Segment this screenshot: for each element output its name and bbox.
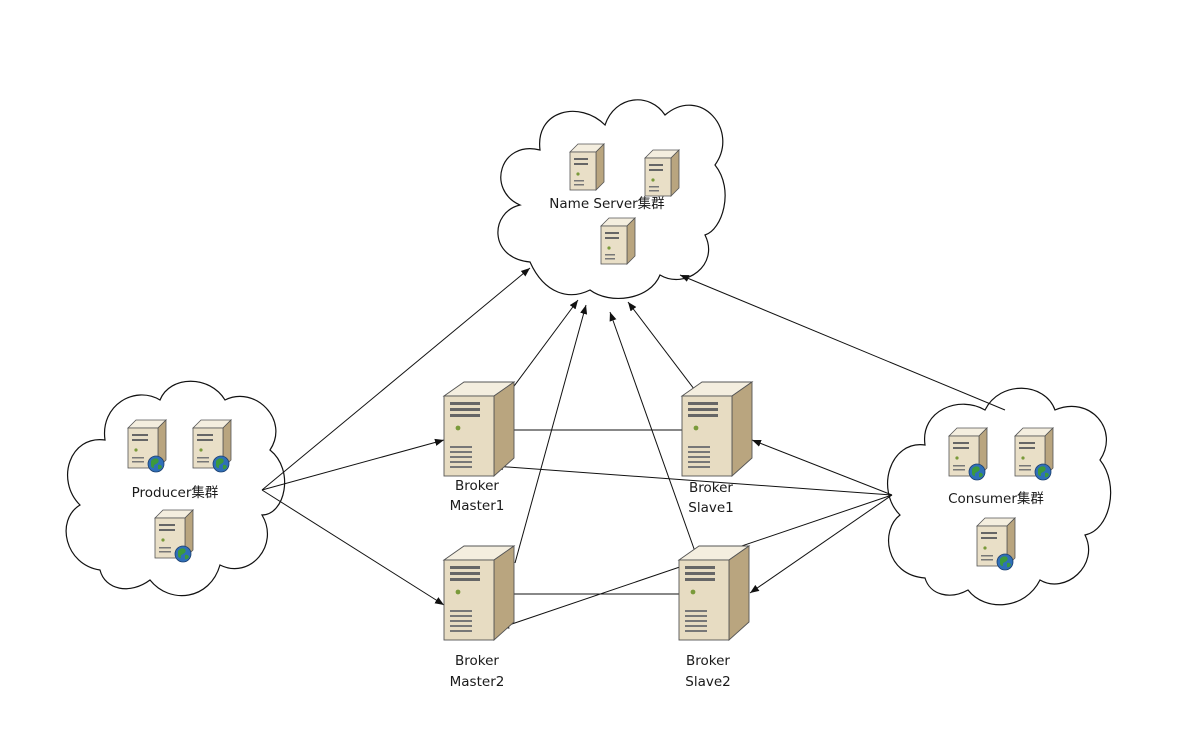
edge-producer-nameserver [261,267,531,491]
server-tower-icon [443,381,515,477]
broker-master1-line1: Broker [455,478,499,494]
consumer-cloud [886,387,1112,606]
server-icon [644,149,680,197]
broker-slave1-line1: Broker [689,480,733,496]
server-globe-icon [948,427,988,481]
broker-slave2: Broker Slave2 [678,545,750,690]
edge-producer-master1 [261,438,445,491]
server-icon [569,143,605,191]
broker-slave1-line2: Slave1 [688,500,733,516]
edge-consumer-master1 [493,463,893,496]
server-globe-icon [976,517,1016,571]
broker-master2-line1: Broker [455,653,499,669]
server-globe-icon [192,419,232,473]
name-server-cloud [497,99,726,299]
broker-slave2-line1: Broker [686,653,730,669]
consumer-cluster: Consumer集群 [948,427,1054,571]
server-globe-icon [154,509,194,563]
edge-producer-master2 [261,489,445,606]
consumer-label: Consumer集群 [948,491,1044,507]
producer-cluster: Producer集群 [127,419,232,563]
server-icon [600,217,636,265]
connection-lines [261,267,1006,629]
producer-label: Producer集群 [132,485,219,501]
server-globe-icon [1014,427,1054,481]
broker-slave2-line2: Slave2 [685,674,730,690]
server-globe-icon [127,419,167,473]
name-server-cluster: Name Server集群 [549,143,680,265]
broker-master2: Broker Master2 [443,545,515,690]
edge-consumer-slave1 [751,439,893,496]
broker-master2-line2: Master2 [450,674,505,690]
server-tower-icon [681,381,753,477]
edge-consumer-nameserver [679,274,1006,411]
server-tower-icon [678,545,750,641]
edge-slave2-nameserver [609,311,699,561]
broker-slave1: Broker Slave1 [681,381,753,516]
broker-master1: Broker Master1 [443,381,515,514]
edge-master2-nameserver [514,304,588,564]
broker-master1-line2: Master1 [450,498,505,514]
server-tower-icon [443,545,515,641]
edge-consumer-slave2 [749,494,893,594]
name-server-label: Name Server集群 [549,196,665,212]
